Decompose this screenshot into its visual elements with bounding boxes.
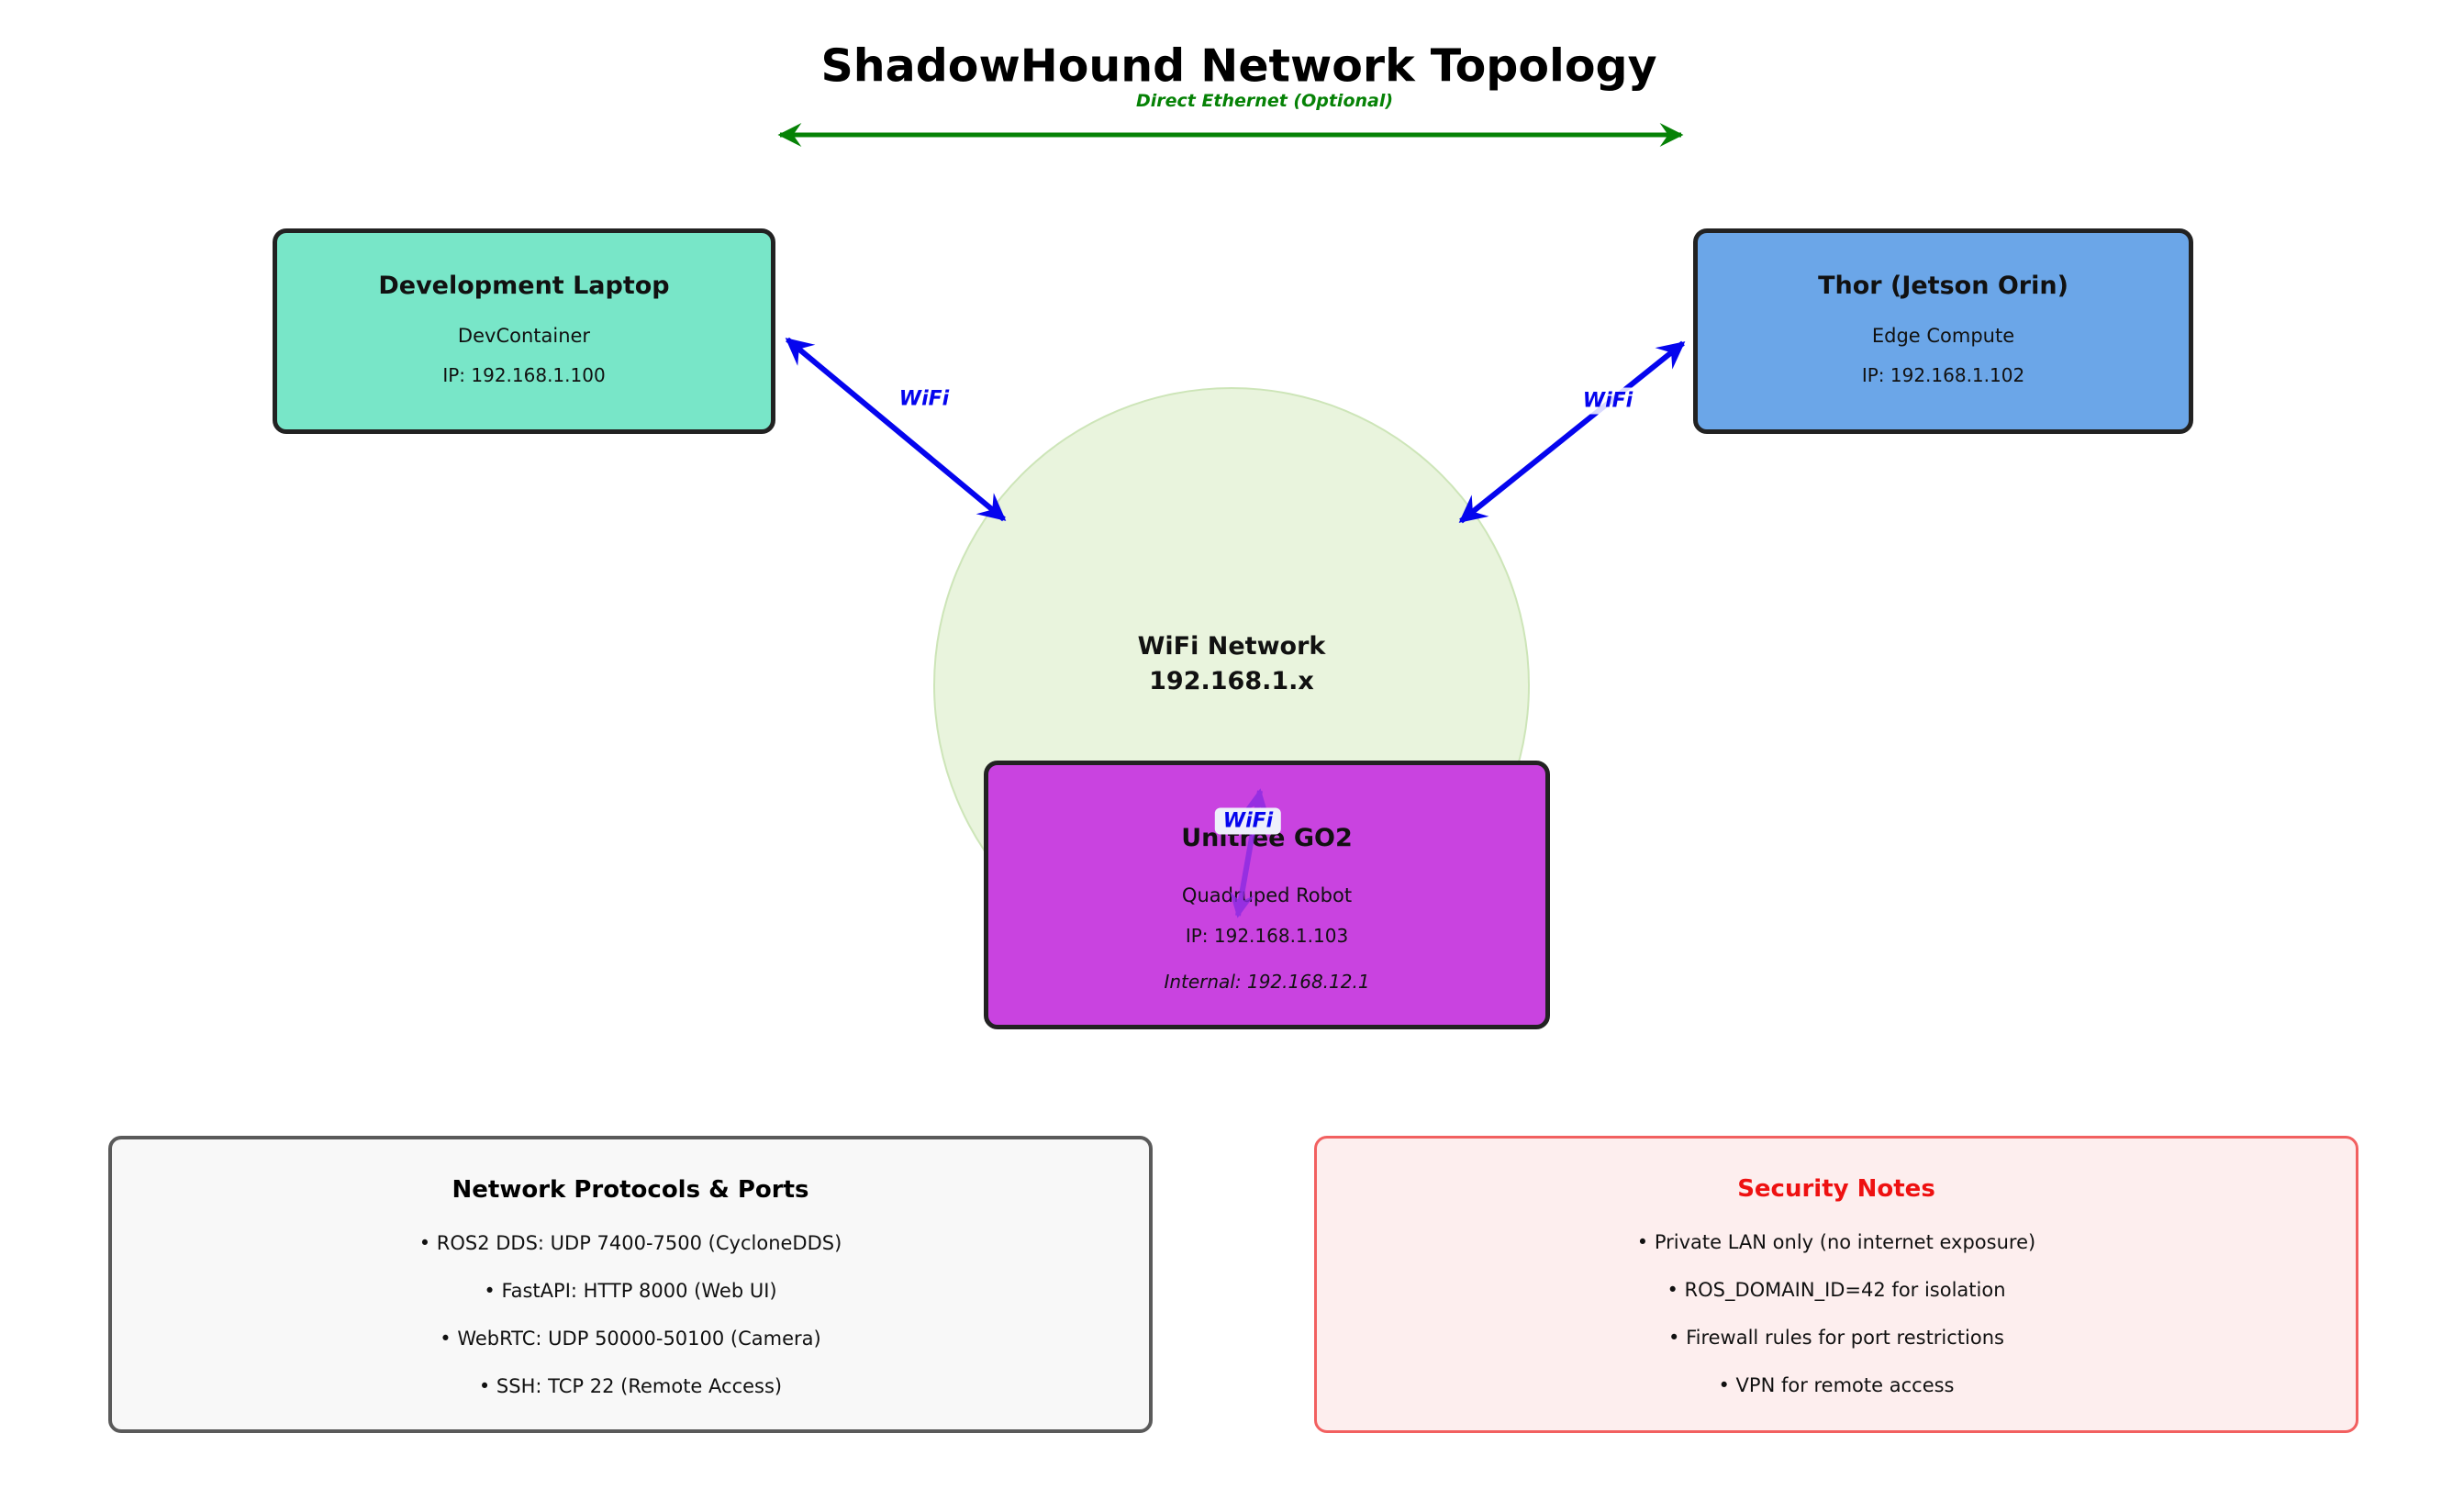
- page-title: ShadowHound Network Topology: [820, 39, 1657, 93]
- node-internal-ip-address: Internal: 192.168.12.1: [1164, 971, 1370, 993]
- laptop-wifi-link-arrow: [785, 337, 1007, 522]
- go2-wifi-link-label: WiFi: [1214, 807, 1282, 835]
- ethernet-link-label: Direct Ethernet (Optional): [1135, 91, 1394, 111]
- node-subtitle: Edge Compute: [1871, 325, 2015, 347]
- security-item: • ROS_DOMAIN_ID=42 for isolation: [1667, 1279, 2006, 1301]
- node-thor-jetson-orin: Thor (Jetson Orin) Edge Compute IP: 192.…: [1693, 228, 2193, 434]
- node-subtitle: DevContainer: [457, 325, 591, 347]
- wifi-cloud-label: WiFi Network 192.168.1.x: [935, 629, 1528, 699]
- network-protocols-panel: Network Protocols & Ports • ROS2 DDS: UD…: [108, 1136, 1153, 1433]
- node-title: Development Laptop: [378, 272, 670, 300]
- wifi-cloud-name: WiFi Network: [1137, 632, 1326, 661]
- protocol-item: • FastAPI: HTTP 8000 (Web UI): [484, 1280, 777, 1302]
- node-development-laptop: Development Laptop DevContainer IP: 192.…: [273, 228, 775, 434]
- panel-title: Security Notes: [1737, 1175, 1935, 1203]
- laptop-wifi-link-label: WiFi: [890, 385, 958, 413]
- protocol-item: • WebRTC: UDP 50000-50100 (Camera): [440, 1328, 821, 1350]
- protocol-item: • SSH: TCP 22 (Remote Access): [478, 1375, 783, 1397]
- security-item: • Firewall rules for port restrictions: [1668, 1327, 2004, 1349]
- security-notes-panel: Security Notes • Private LAN only (no in…: [1314, 1136, 2358, 1433]
- thor-wifi-link-arrow: [1458, 340, 1686, 524]
- wifi-cloud-subnet: 192.168.1.x: [1149, 667, 1314, 695]
- node-title: Thor (Jetson Orin): [1818, 272, 2068, 300]
- protocol-item: • ROS2 DDS: UDP 7400-7500 (CycloneDDS): [418, 1232, 842, 1254]
- thor-wifi-link-label: WiFi: [1574, 387, 1642, 415]
- node-ip-address: IP: 192.168.1.103: [1185, 925, 1349, 947]
- security-item: • Private LAN only (no internet exposure…: [1636, 1231, 2036, 1253]
- node-unitree-go2: Unitree GO2 Quadruped Robot IP: 192.168.…: [984, 761, 1550, 1029]
- security-item: • VPN for remote access: [1718, 1374, 1955, 1396]
- panel-title: Network Protocols & Ports: [452, 1176, 809, 1204]
- node-subtitle: Quadruped Robot: [1181, 884, 1353, 906]
- node-ip-address: IP: 192.168.1.100: [442, 364, 606, 386]
- node-ip-address: IP: 192.168.1.102: [1861, 364, 2025, 386]
